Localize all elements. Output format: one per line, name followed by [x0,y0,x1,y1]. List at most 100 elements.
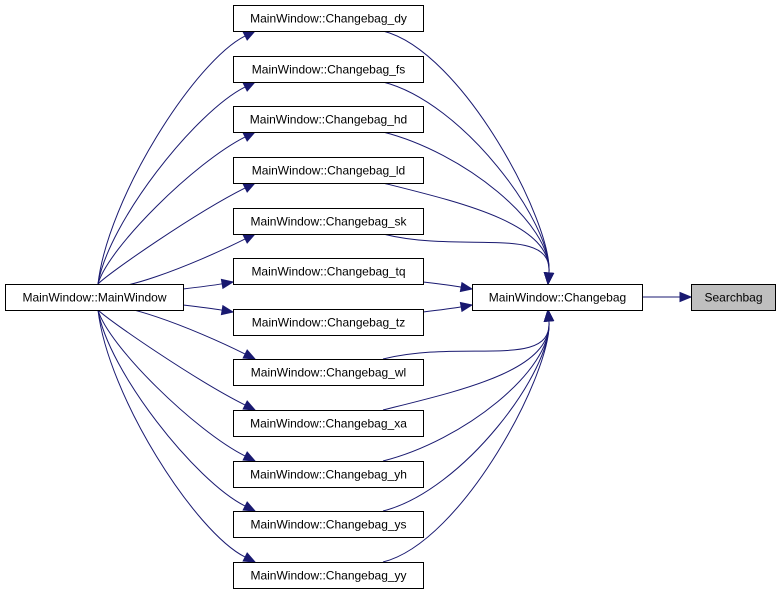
node-box [233,562,424,589]
node-box [691,284,776,311]
arrowhead-icon [679,291,693,303]
edge-line [422,306,462,313]
arrowhead-icon [220,304,235,316]
node-searchbag[interactable]: Searchbag [691,284,776,311]
arrowhead-icon [242,233,257,244]
edge-line [382,233,550,274]
node-label: MainWindow::Changebag_ys [250,518,406,532]
node-label: MainWindow::Changebag [489,291,626,305]
edge-line [97,35,246,285]
edge-line [382,320,550,563]
arrowhead-icon [242,131,257,142]
node-label: MainWindow::Changebag_sk [250,215,407,229]
arrowhead-icon [459,281,474,293]
node-yy[interactable]: MainWindow::Changebag_yy [233,562,424,589]
edge-line [97,309,246,406]
arrowhead-icon [242,501,257,512]
arrowhead-icon [459,301,474,313]
edge-mainwindow-tq [182,278,235,290]
node-box [233,208,424,235]
node-mainwindow[interactable]: MainWindow::MainWindow [5,284,184,311]
node-label: MainWindow::Changebag_dy [250,12,407,26]
edge-mainwindow-sk [97,233,257,289]
arrowhead-icon [242,30,257,41]
edge-mainwindow-fs [97,81,257,285]
node-box [233,309,424,336]
node-tq[interactable]: MainWindow::Changebag_tq [233,258,424,285]
edge-line [382,81,550,274]
edge-line [382,30,550,274]
edge-line [382,182,550,274]
edge-line [422,281,462,288]
edge-line [382,131,550,274]
edge-changebag-tz [422,301,474,313]
node-box [233,410,424,437]
edge-mainwindow-xa [97,309,257,411]
node-box [233,511,424,538]
node-label: MainWindow::Changebag_yh [250,468,407,482]
arrowhead-icon [543,308,555,322]
edge-line [97,187,246,285]
edge-line [97,309,246,558]
edge-mainwindow-yy [97,309,257,563]
edge-mainwindow-hd [97,131,257,285]
node-sk[interactable]: MainWindow::Changebag_sk [233,208,424,235]
edge-changebag-yy [382,308,555,563]
edge-changebag-sk [382,233,555,286]
node-tz[interactable]: MainWindow::Changebag_tz [233,309,424,336]
edge-mainwindow-ys [97,309,257,512]
node-label: MainWindow::Changebag_tz [252,316,405,330]
edge-line [97,309,246,457]
node-ld[interactable]: MainWindow::Changebag_ld [233,157,424,184]
node-fs[interactable]: MainWindow::Changebag_fs [233,56,424,83]
edge-changebag-tq [422,281,474,293]
arrowhead-icon [242,552,257,563]
edge-mainwindow-yh [97,309,257,462]
node-label: MainWindow::Changebag_ld [252,164,405,178]
edge-line [382,320,550,512]
node-label: MainWindow::MainWindow [22,291,166,305]
arrowhead-icon [242,451,257,462]
arrowhead-icon [543,272,555,286]
node-box [233,461,424,488]
node-label: MainWindow::Changebag_fs [252,63,405,77]
node-box [5,284,184,311]
node-label: Searchbag [704,291,762,305]
node-xa[interactable]: MainWindow::Changebag_xa [233,410,424,437]
edge-line [382,320,550,411]
edge-line [97,309,246,507]
node-yh[interactable]: MainWindow::Changebag_yh [233,461,424,488]
edge-changebag-searchbag [642,291,693,303]
node-box [233,258,424,285]
edge-line [97,86,246,285]
arrowhead-icon [242,182,257,193]
node-box [233,359,424,386]
node-box [233,56,424,83]
node-changebag[interactable]: MainWindow::Changebag [472,284,643,311]
node-label: MainWindow::Changebag_xa [250,417,407,431]
node-label: MainWindow::Changebag_tq [251,265,405,279]
node-dy[interactable]: MainWindow::Changebag_dy [233,5,424,32]
arrowhead-icon [242,349,257,360]
node-hd[interactable]: MainWindow::Changebag_hd [233,106,424,133]
node-box [233,106,424,133]
arrowhead-icon [242,81,257,92]
node-ys[interactable]: MainWindow::Changebag_ys [233,511,424,538]
node-box [472,284,643,311]
edge-mainwindow-tz [182,304,235,316]
node-wl[interactable]: MainWindow::Changebag_wl [233,359,424,386]
edge-line [182,283,223,290]
edge-mainwindow-wl [97,305,257,360]
edge-line [97,136,246,285]
edge-line [182,304,223,311]
node-label: MainWindow::Changebag_yy [250,569,406,583]
node-label: MainWindow::Changebag_hd [250,113,407,127]
arrowhead-icon [242,400,257,411]
node-box [233,157,424,184]
edge-line [382,320,550,462]
node-label: MainWindow::Changebag_wl [251,366,406,380]
edge-line [382,320,550,360]
node-box [233,5,424,32]
